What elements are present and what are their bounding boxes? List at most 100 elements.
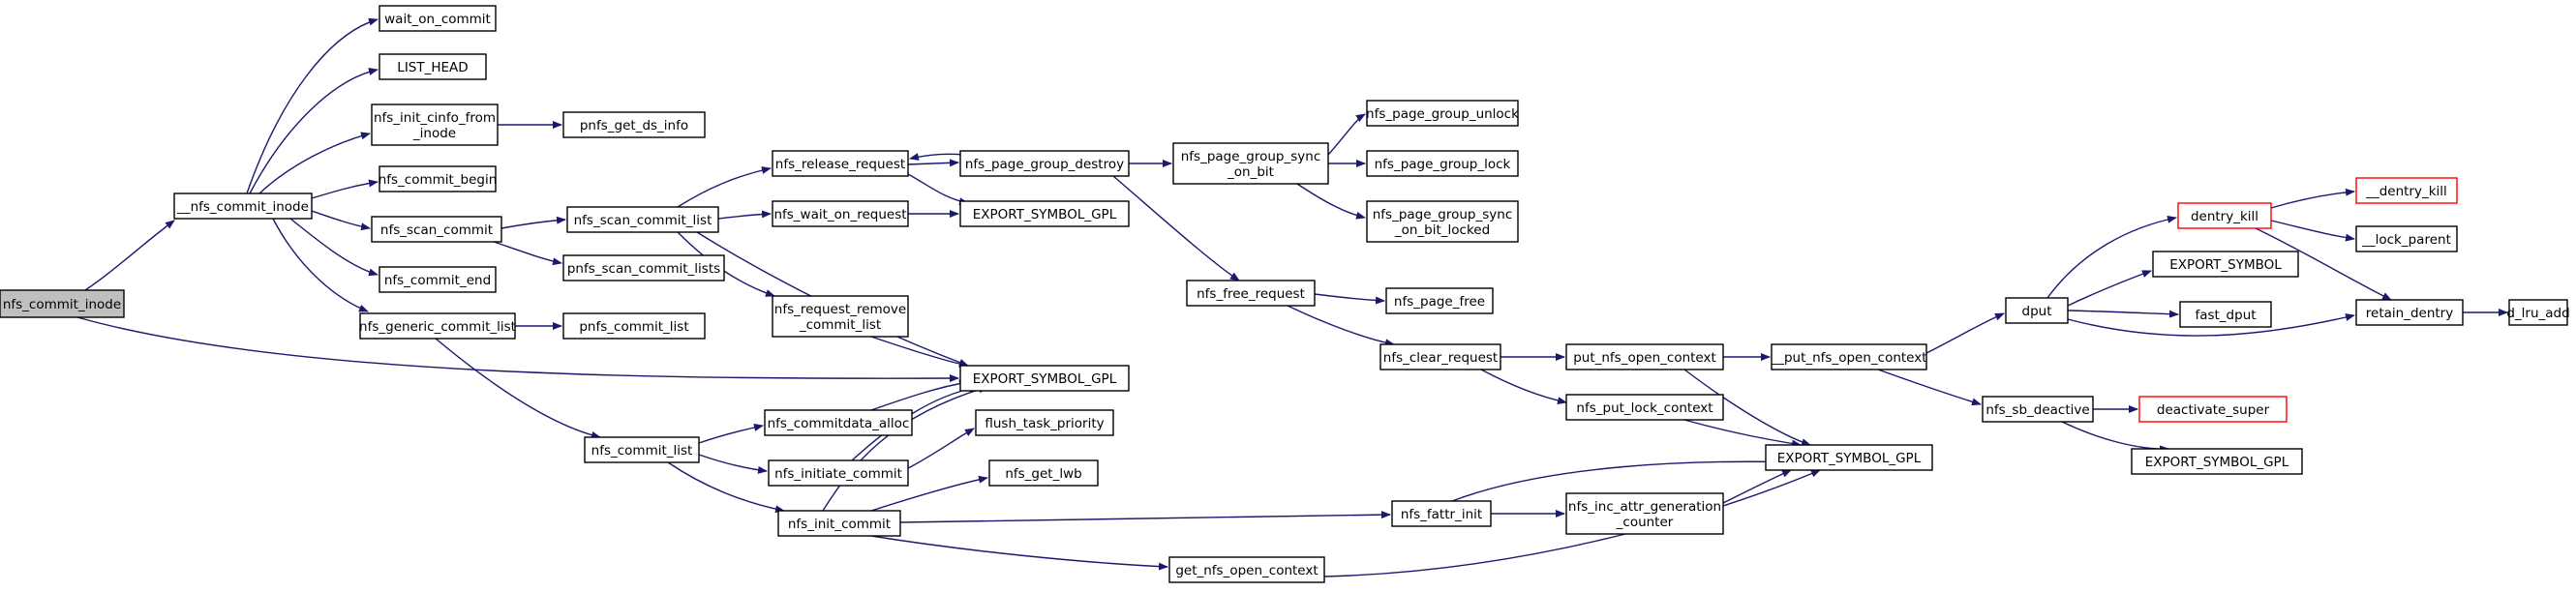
node-box[interactable] <box>2355 177 2458 204</box>
node-nfr[interactable]: nfs_free_request <box>1186 280 1316 307</box>
node-box[interactable] <box>562 312 706 340</box>
node-ngl[interactable]: nfs_get_lwb <box>988 459 1099 487</box>
node-lp[interactable]: __lock_parent <box>2355 225 2458 252</box>
node-box[interactable] <box>2355 225 2458 252</box>
node-box[interactable] <box>1391 500 1492 527</box>
node-gnoc[interactable]: get_nfs_open_context <box>1168 556 1325 583</box>
node-npgd[interactable]: nfs_page_group_destroy <box>959 150 1130 177</box>
node-pnoc[interactable]: put_nfs_open_context <box>1565 343 1724 370</box>
node-esg2[interactable]: EXPORT_SYMBOL_GPL <box>959 200 1130 227</box>
node-nscl[interactable]: nfs_scan_commit_list <box>566 206 719 233</box>
node-box[interactable] <box>1765 444 1933 471</box>
node-nrr[interactable]: nfs_release_request <box>772 150 909 177</box>
node-box[interactable] <box>1172 142 1329 185</box>
node-ds[interactable]: deactivate_super <box>2138 396 2288 423</box>
node-ncb[interactable]: nfs_commit_begin <box>379 165 498 192</box>
node-root[interactable]: nfs_commit_inode <box>0 289 125 318</box>
node-npf[interactable]: nfs_page_free <box>1385 287 1494 314</box>
node-ngcl[interactable]: nfs_generic_commit_list <box>359 312 516 340</box>
node-box[interactable] <box>562 111 706 138</box>
node-esg_main[interactable]: EXPORT_SYMBOL_GPL <box>959 365 1130 392</box>
node-npgl[interactable]: nfs_page_group_lock <box>1366 150 1519 177</box>
node-box[interactable] <box>2355 299 2464 326</box>
node-box[interactable] <box>562 254 725 281</box>
node-box[interactable] <box>1565 492 1724 535</box>
node-box[interactable] <box>1771 343 1927 370</box>
node-esg_far[interactable]: EXPORT_SYMBOL_GPL <box>2131 448 2303 475</box>
node-pgdi[interactable]: pnfs_get_ds_info <box>562 111 706 138</box>
node-nicf[interactable]: nfs_init_cinfo_from_inode <box>371 104 499 146</box>
node-box[interactable] <box>772 200 909 227</box>
node-ncda[interactable]: nfs_commitdata_alloc <box>764 409 913 436</box>
node-ftp[interactable]: flush_task_priority <box>975 409 1114 436</box>
node-box[interactable] <box>988 459 1099 487</box>
node-nfi[interactable]: nfs_fattr_init <box>1391 500 1492 527</box>
node-nrrcl[interactable]: nfs_request_remove_commit_list <box>772 295 909 338</box>
node-box[interactable] <box>0 289 125 318</box>
node-box[interactable] <box>584 436 700 463</box>
node-esg_right[interactable]: EXPORT_SYMBOL_GPL <box>1765 444 1933 471</box>
node-ncr[interactable]: nfs_clear_request <box>1379 343 1501 370</box>
node-nplc[interactable]: nfs_put_lock_context <box>1565 394 1724 421</box>
node-box[interactable] <box>1366 100 1519 127</box>
node-nce[interactable]: nfs_commit_end <box>379 266 497 293</box>
node-ncl[interactable]: nfs_commit_list <box>584 436 700 463</box>
node-box[interactable] <box>1379 343 1501 370</box>
node-box[interactable] <box>777 510 901 537</box>
node-nic[interactable]: nfs_initiate_commit <box>768 459 909 487</box>
node-box[interactable] <box>959 150 1130 177</box>
node-box[interactable] <box>2131 448 2303 475</box>
node-niagc[interactable]: nfs_inc_attr_generation_counter <box>1565 492 1724 535</box>
node-pcl[interactable]: pnfs_commit_list <box>562 312 706 340</box>
node-ninit[interactable]: nfs_init_commit <box>777 510 901 537</box>
node-npgsobl[interactable]: nfs_page_group_sync_on_bit_locked <box>1366 200 1519 243</box>
node-npgu[interactable]: nfs_page_group_unlock <box>1366 100 1519 127</box>
node-_pnoc[interactable]: __put_nfs_open_context <box>1770 343 1927 370</box>
node-box[interactable] <box>1366 200 1519 243</box>
node-es[interactable]: EXPORT_SYMBOL <box>2152 251 2299 278</box>
node-npgsob[interactable]: nfs_page_group_sync_on_bit <box>1172 142 1329 185</box>
node-box[interactable] <box>768 459 909 487</box>
node-nsd[interactable]: nfs_sb_deactive <box>1982 396 2094 423</box>
node-dla[interactable]: d_lru_add <box>2506 299 2570 326</box>
node-box[interactable] <box>379 266 497 293</box>
node-box[interactable] <box>379 53 487 80</box>
node-_dk[interactable]: __dentry_kill <box>2355 177 2458 204</box>
node-box[interactable] <box>2508 299 2568 326</box>
node-fd[interactable]: fast_dput <box>2179 301 2272 328</box>
node-box[interactable] <box>379 165 497 192</box>
node-nwor[interactable]: nfs_wait_on_request <box>772 200 909 227</box>
node-box[interactable] <box>2179 301 2272 328</box>
node-box[interactable] <box>1982 396 2094 423</box>
node-box[interactable] <box>2005 297 2069 324</box>
node-nsc[interactable]: nfs_scan_commit <box>371 216 502 243</box>
node-dk[interactable]: dentry_kill <box>2177 202 2272 229</box>
node-box[interactable] <box>1565 394 1724 421</box>
node-box[interactable] <box>959 200 1130 227</box>
node-box[interactable] <box>2138 396 2288 423</box>
node-box[interactable] <box>173 192 313 220</box>
node-box[interactable] <box>371 104 499 146</box>
node-box[interactable] <box>379 5 497 32</box>
node-dput[interactable]: dput <box>2005 297 2069 324</box>
node-box[interactable] <box>1385 287 1494 314</box>
node-woc[interactable]: wait_on_commit <box>379 5 497 32</box>
node-lh[interactable]: LIST_HEAD <box>379 53 487 80</box>
node-box[interactable] <box>1366 150 1519 177</box>
node-box[interactable] <box>2177 202 2272 229</box>
node-box[interactable] <box>975 409 1114 436</box>
node-box[interactable] <box>772 295 909 338</box>
node-box[interactable] <box>1565 343 1724 370</box>
node-box[interactable] <box>2152 251 2299 278</box>
node-box[interactable] <box>359 312 516 340</box>
node-box[interactable] <box>371 216 502 243</box>
node-box[interactable] <box>1168 556 1325 583</box>
node-nci[interactable]: __nfs_commit_inode <box>173 192 313 220</box>
node-box[interactable] <box>959 365 1130 392</box>
node-box[interactable] <box>772 150 909 177</box>
node-pscl[interactable]: pnfs_scan_commit_lists <box>562 254 725 281</box>
node-box[interactable] <box>1186 280 1316 307</box>
node-box[interactable] <box>764 409 913 436</box>
node-rd[interactable]: retain_dentry <box>2355 299 2464 326</box>
node-box[interactable] <box>566 206 719 233</box>
